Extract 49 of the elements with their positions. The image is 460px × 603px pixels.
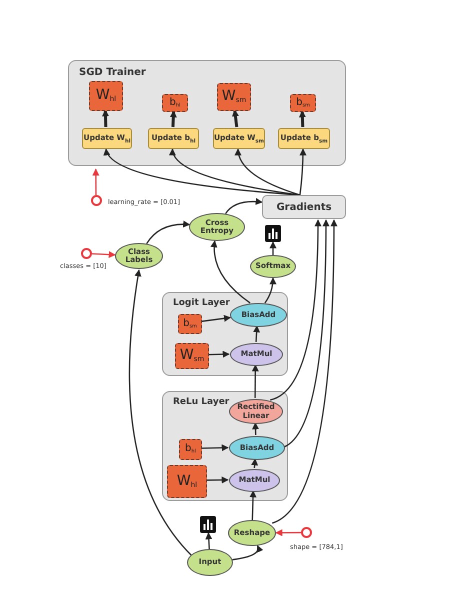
arrow [210, 240, 250, 304]
arrow [298, 110, 306, 128]
group-title: Logit Layer [173, 298, 230, 308]
input-circle [301, 527, 312, 538]
group-title: ReLu Layer [173, 397, 230, 407]
arrow [250, 490, 256, 520]
variable-box: b$_{hl}$ [162, 94, 188, 112]
arrow [225, 198, 263, 214]
arrow [205, 532, 212, 550]
arrow [251, 458, 258, 468]
arrow [270, 241, 276, 255]
arrow [200, 314, 231, 322]
group-box [68, 60, 346, 166]
group-title: SGD Trainer [79, 67, 146, 78]
arrow [252, 364, 259, 398]
variable-box: b$_{sm}$ [178, 314, 202, 334]
arrow [272, 219, 338, 524]
group-box [162, 391, 288, 501]
gradients-box: Gradients [262, 195, 346, 219]
input-circle [81, 248, 92, 259]
variable-box: W$_{hl}$ [167, 465, 207, 498]
arrow [92, 168, 100, 195]
arrow [206, 476, 229, 484]
arrow [128, 269, 193, 556]
variable-box: b$_{sm}$ [290, 94, 316, 112]
input-circle [91, 195, 102, 206]
arrow [264, 277, 276, 304]
variable-box: b$_{hl}$ [179, 439, 202, 460]
arrow [270, 219, 322, 401]
arrow [232, 109, 239, 128]
arrow [146, 220, 190, 244]
arrow [253, 325, 260, 342]
arrow [232, 544, 263, 560]
variable-box: W$_{hl}$ [89, 81, 123, 111]
arrow [102, 109, 109, 128]
bar-chart-icon [265, 225, 281, 242]
group-box [162, 292, 288, 376]
arrow [200, 444, 229, 452]
arrow [275, 529, 301, 536]
bar-chart-icon [200, 516, 216, 533]
arrow [252, 422, 260, 436]
arrow [299, 148, 306, 196]
arrow [208, 350, 230, 358]
arrow [170, 110, 177, 128]
variable-box: W$_{sm}$ [217, 83, 251, 111]
variable-box: W$_{sm}$ [175, 343, 209, 369]
arrow [235, 148, 300, 196]
arrow [92, 251, 116, 258]
arrow [284, 219, 330, 448]
